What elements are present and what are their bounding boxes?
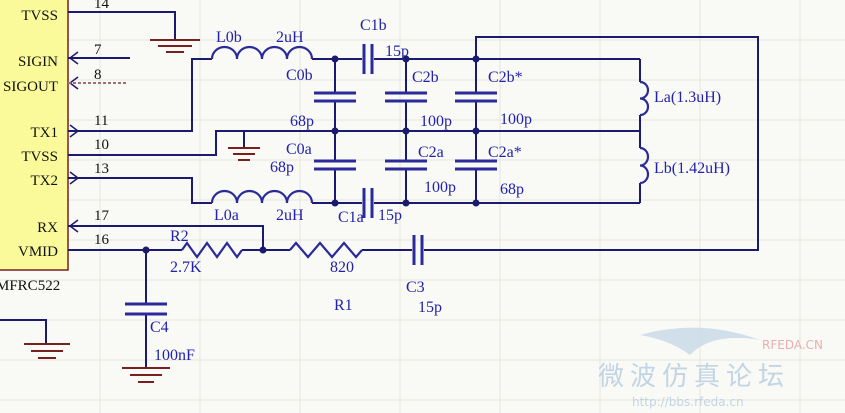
c1b-name: C1b xyxy=(360,17,387,34)
r1-value: 820 xyxy=(330,259,354,276)
c2b-star-name: C2b* xyxy=(488,69,523,86)
c1a-value: 15p xyxy=(378,207,402,224)
antenna-coil-lb xyxy=(639,146,650,185)
c2b-name: C2b xyxy=(412,69,439,86)
l0a-value: 2uH xyxy=(276,207,304,224)
c3-value: 15p xyxy=(418,299,442,316)
c1a-name: C1a xyxy=(338,209,364,226)
resistor-r2 xyxy=(181,241,243,259)
circuit-wires xyxy=(0,36,759,368)
c0a-name: C0a xyxy=(286,141,312,158)
capacitor-c2a xyxy=(385,159,427,171)
pin-number-13: 13 xyxy=(94,161,109,177)
pin-stubs xyxy=(68,11,130,233)
r1-name: R1 xyxy=(334,297,353,314)
pin-number-17: 17 xyxy=(94,208,110,224)
capacitor-c4 xyxy=(125,302,167,316)
watermark-title: 微波仿真论坛 xyxy=(598,362,790,392)
pin-label-tvss-14: TVSS xyxy=(21,8,58,24)
c1b-value: 15p xyxy=(385,43,409,60)
watermark-logo-icon xyxy=(640,327,760,355)
watermark-url: http://bbs.rfeda.cn xyxy=(632,395,744,409)
c4-name: C4 xyxy=(150,319,169,336)
r2-value: 2.7K xyxy=(170,259,202,276)
ground-left xyxy=(24,343,70,359)
ground-c0a xyxy=(228,147,260,161)
c2b-value: 100p xyxy=(420,113,452,130)
lb-label: Lb(1.42uH) xyxy=(654,160,730,177)
capacitor-c2a-star xyxy=(455,159,497,171)
c2a-value: 100p xyxy=(424,179,456,196)
l0a-name: L0a xyxy=(214,207,239,224)
ground-c4 xyxy=(122,367,170,383)
pin-label-sigout: SIGOUT xyxy=(3,79,58,95)
capacitor-c0b xyxy=(314,91,356,103)
c0b-name: C0b xyxy=(286,67,313,84)
pin-number-8: 8 xyxy=(94,67,102,83)
pin-label-tvss-10: TVSS xyxy=(21,149,58,165)
watermark-site: RFEDA.CN xyxy=(762,338,823,352)
c0a-value: 68p xyxy=(270,159,294,176)
la-label: La(1.3uH) xyxy=(654,89,721,106)
c2b-star-value: 100p xyxy=(500,111,532,128)
pin-number-7: 7 xyxy=(94,42,102,58)
pin-number-11: 11 xyxy=(94,113,108,129)
c2a-name: C2a xyxy=(418,144,444,161)
pin-label-sigin: SIGIN xyxy=(18,54,58,70)
inductor-l0a xyxy=(210,189,314,204)
c3-name: C3 xyxy=(406,279,425,296)
watermark: RFEDA.CN 微波仿真论坛 http://bbs.rfeda.cn xyxy=(598,327,823,409)
pin-number-10: 10 xyxy=(94,137,109,153)
chip-name: MFRC522 xyxy=(0,278,60,294)
pin-number-16: 16 xyxy=(94,232,110,248)
l0b-value: 2uH xyxy=(276,29,304,46)
capacitor-c1b xyxy=(362,44,374,74)
l0b-name: L0b xyxy=(216,29,242,46)
capacitor-c2b-star xyxy=(455,91,497,103)
pin-label-vmid: VMID xyxy=(18,244,58,260)
resistor-r1 xyxy=(289,241,363,259)
chip-body xyxy=(0,0,69,271)
ground-pin14 xyxy=(130,11,200,53)
inductor-l0b xyxy=(210,45,314,60)
c4-value: 100nF xyxy=(154,347,195,364)
antenna-coil-la xyxy=(639,80,650,117)
junction-dots xyxy=(142,55,480,254)
r2-name: R2 xyxy=(170,228,189,245)
capacitor-c2b xyxy=(385,91,427,103)
pin-label-rx: RX xyxy=(37,220,58,236)
pin-label-tx1: TX1 xyxy=(31,125,59,141)
c0b-value: 68p xyxy=(290,113,314,130)
capacitor-c3 xyxy=(412,235,424,265)
pin-number-14: 14 xyxy=(94,0,110,12)
capacitor-c0a xyxy=(314,159,356,171)
pin-label-tx2: TX2 xyxy=(31,173,59,189)
capacitor-c1a xyxy=(362,188,374,218)
c2a-star-value: 68p xyxy=(500,181,524,198)
c2a-star-name: C2a* xyxy=(488,144,522,161)
